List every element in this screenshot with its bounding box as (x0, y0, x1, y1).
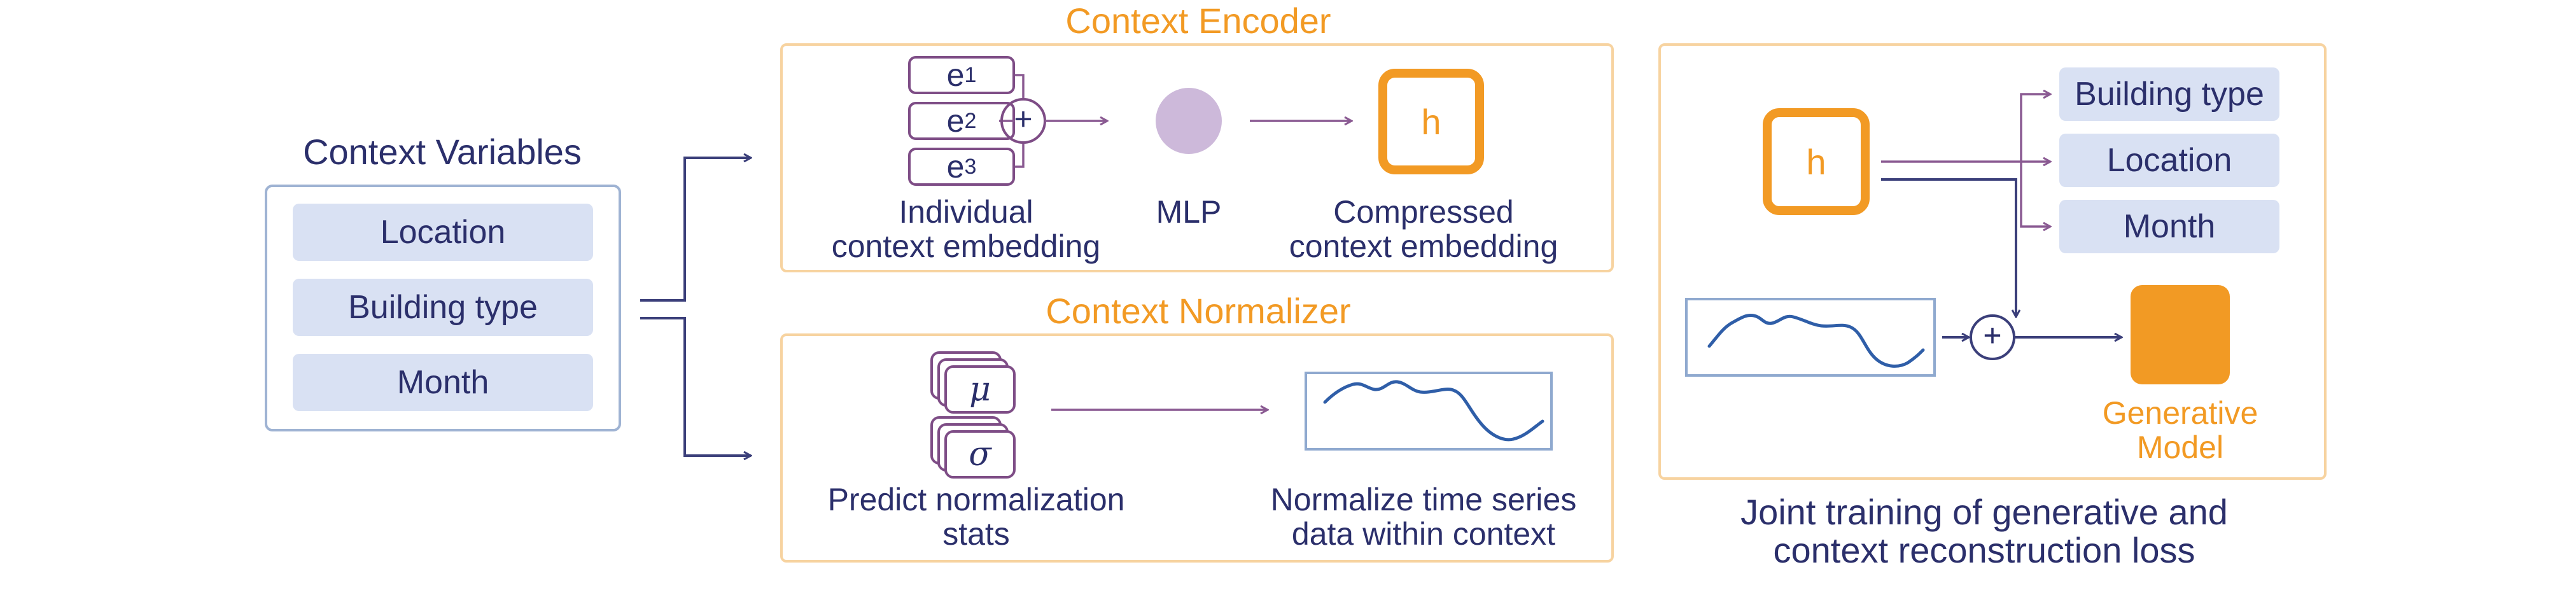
output-building-type: Building type (2059, 67, 2279, 121)
input-series-box (1685, 298, 1936, 377)
context-encoder-panel (780, 43, 1614, 272)
joint-training-panel (1658, 43, 2327, 480)
context-item-location: Location (293, 204, 593, 261)
joint-caption-1: Joint training of generative and (1740, 492, 2228, 532)
encoder-plus-icon: + (1014, 101, 1033, 137)
context-item-month: Month (293, 354, 593, 411)
individual-embedding-label-1: Individual (899, 194, 1033, 230)
branch-arrow-to-encoder (640, 158, 751, 302)
output-location: Location (2059, 134, 2279, 187)
normalize-label-1: Normalize time series (1270, 482, 1577, 517)
output-month: Month (2059, 200, 2279, 253)
branch-arrow-to-normalizer (640, 317, 751, 456)
input-series-line (1707, 314, 1925, 368)
context-normalizer-panel (780, 333, 1614, 563)
normalize-label-2: data within context (1291, 516, 1556, 552)
normalized-series-box (1305, 372, 1553, 451)
predict-stats-label-1: Predict normalization (827, 482, 1125, 517)
mlp-label: MLP (1156, 194, 1222, 230)
compressed-embedding-label-1: Compressed (1333, 194, 1514, 230)
compressed-embedding-label-2: context embedding (1289, 228, 1558, 264)
joint-plus-circle (1970, 314, 2015, 360)
joint-caption-2: context reconstruction loss (1773, 530, 2195, 570)
joint-h-box: h (1763, 108, 1870, 215)
h-to-plus-arrow (1881, 178, 2016, 317)
generative-model-label-2: Model (2136, 430, 2224, 465)
mlp-circle (1156, 88, 1222, 154)
generative-model-block (2131, 285, 2230, 384)
context-item-building-type: Building type (293, 279, 593, 336)
mu-stat-card: μ (944, 365, 1016, 414)
individual-embedding-label-2: context embedding (831, 228, 1101, 264)
generative-model-label-1: Generative (2102, 395, 2258, 431)
joint-plus-icon: + (1983, 318, 2002, 353)
predict-stats-label-2: stats (942, 516, 1010, 552)
h-to-outputs-lines (1881, 94, 2050, 227)
normalized-series-line (1323, 380, 1544, 442)
compressed-h-box: h (1378, 69, 1484, 174)
context-normalizer-title: Context Normalizer (1046, 291, 1351, 331)
context-variables-title: Context Variables (303, 132, 582, 172)
context-variables-box (265, 185, 621, 431)
sigma-stat-card: σ (944, 430, 1016, 479)
context-encoder-title: Context Encoder (1065, 1, 1331, 41)
